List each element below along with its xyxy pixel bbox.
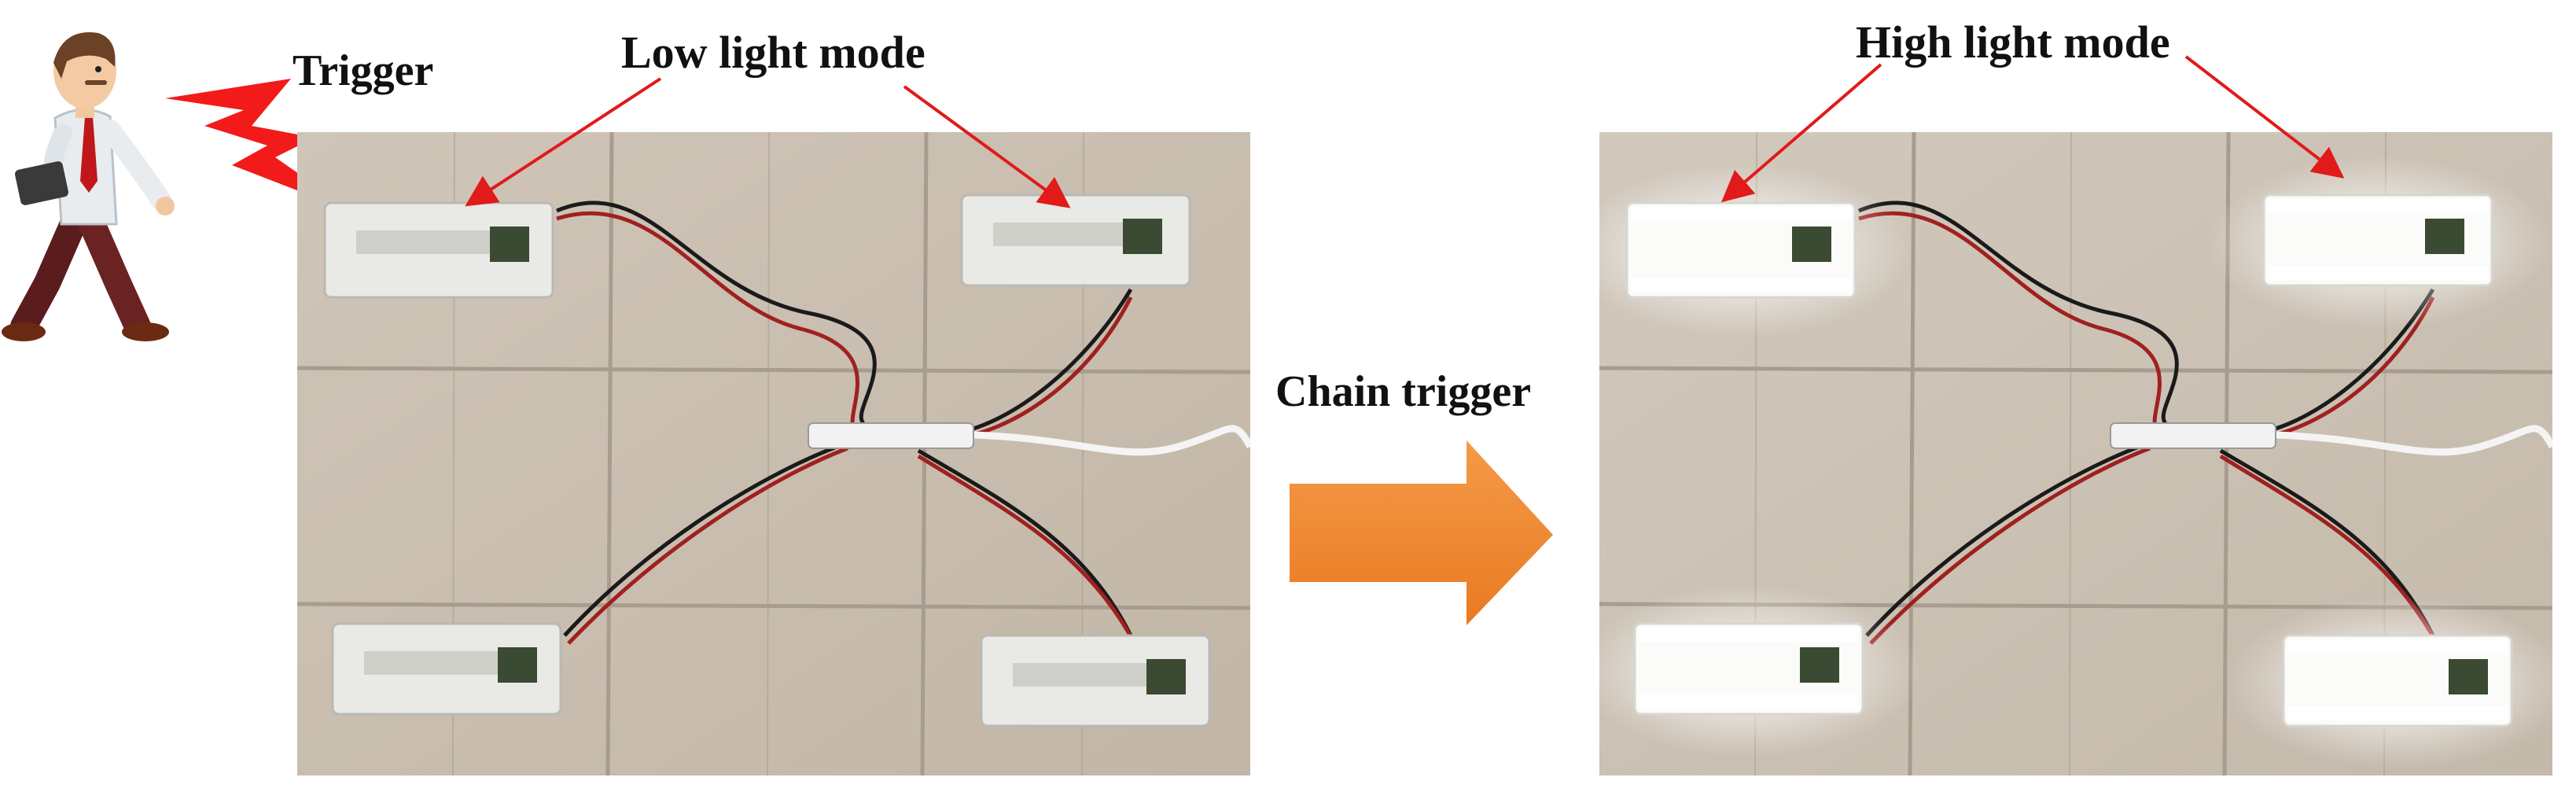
orange-right-arrow-icon — [1290, 440, 1557, 629]
walking-man-icon — [0, 24, 197, 354]
low-light-mode-label: Low light mode — [621, 27, 926, 78]
low-light-photo — [297, 132, 1250, 775]
high-light-photo — [1599, 132, 2552, 775]
lightning-bolt-icon — [157, 71, 362, 228]
chain-trigger-label: Chain trigger — [1275, 367, 1532, 416]
trigger-label: Trigger — [293, 46, 434, 95]
high-light-mode-label: High light mode — [1856, 17, 2170, 68]
